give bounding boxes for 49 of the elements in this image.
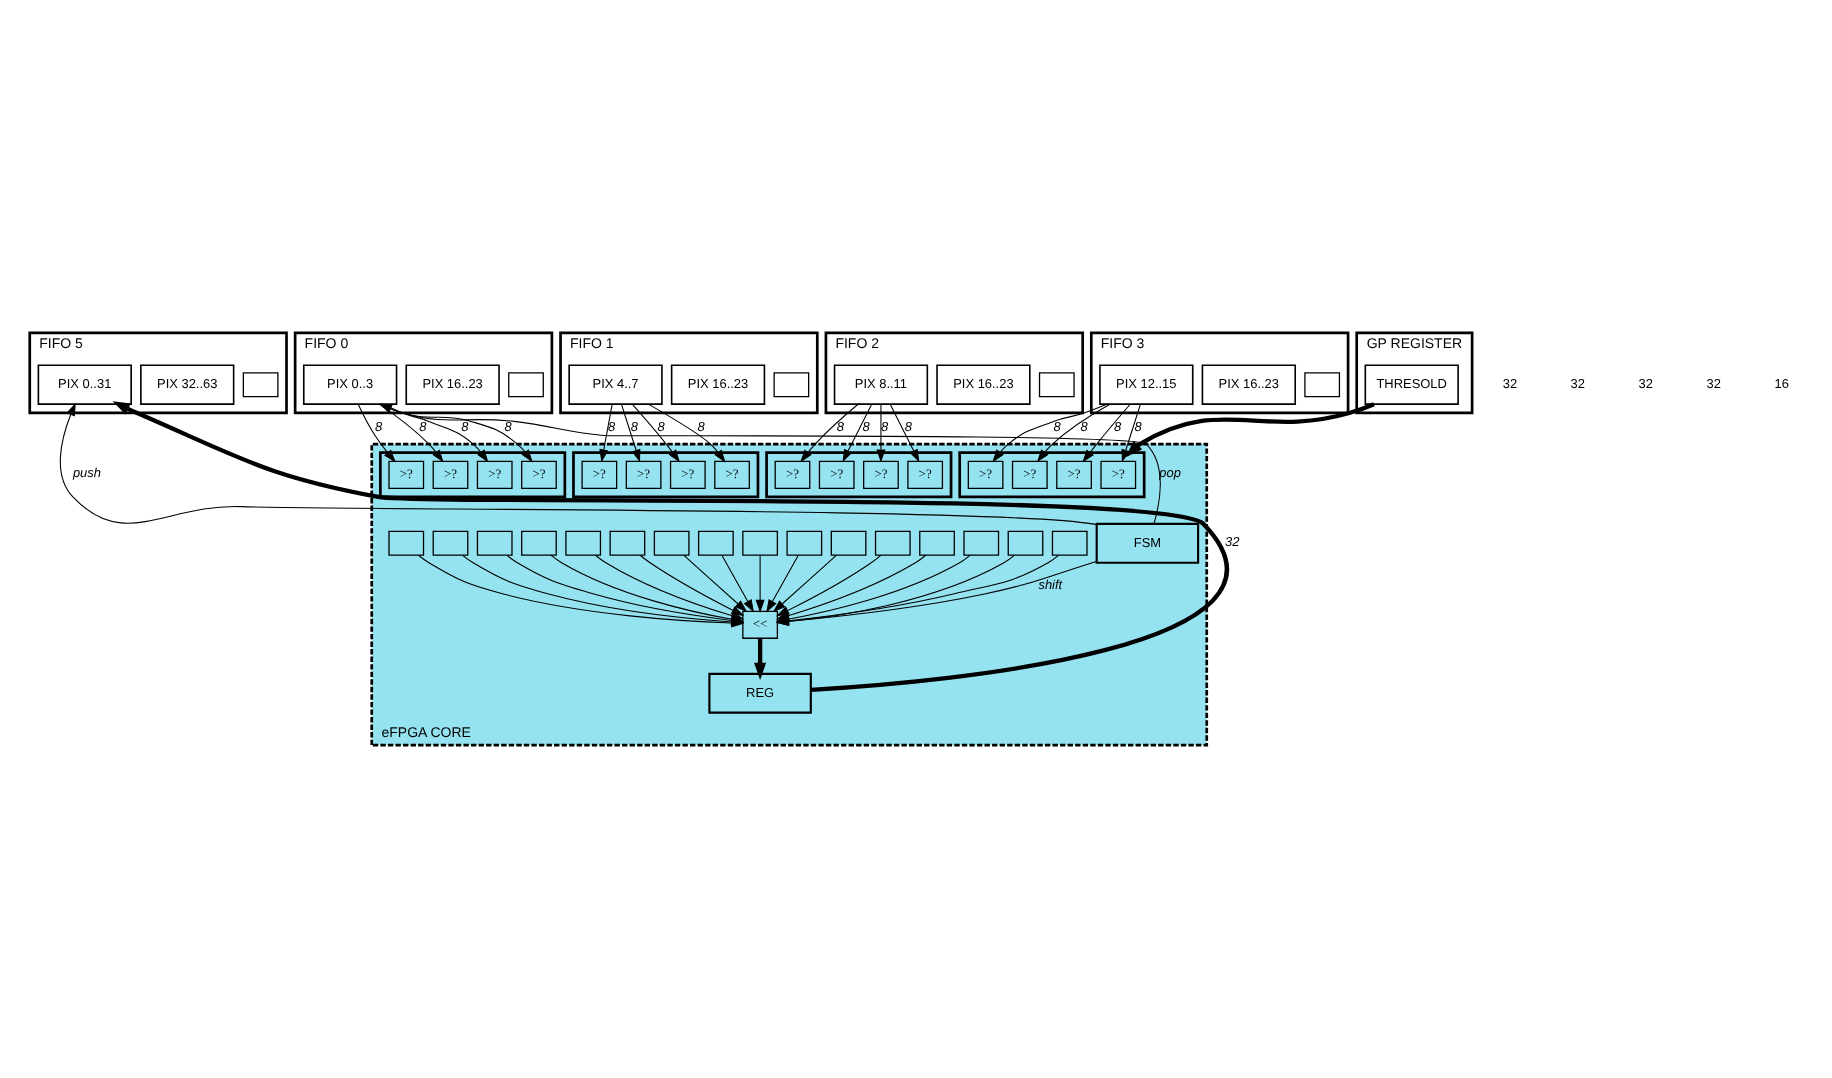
arrow <box>876 403 886 463</box>
arrow <box>842 403 873 463</box>
arrow <box>620 403 641 463</box>
node-box <box>773 372 810 398</box>
node-box <box>697 530 734 556</box>
arrow <box>380 403 533 463</box>
node-box <box>521 530 557 556</box>
arrow <box>1125 402 1375 458</box>
arrow <box>599 403 613 463</box>
node-box <box>242 372 279 398</box>
arrow <box>1082 403 1131 463</box>
node-box <box>1007 530 1044 556</box>
arrow <box>721 554 754 613</box>
arrow <box>772 554 837 613</box>
node-box <box>1304 372 1341 398</box>
arrow <box>1121 403 1141 463</box>
node-box <box>565 530 602 556</box>
arrow <box>639 554 745 616</box>
arrow <box>754 638 767 681</box>
node-box <box>874 530 911 556</box>
node-box <box>653 530 690 556</box>
node-box <box>830 530 867 556</box>
node-box <box>786 530 823 556</box>
arrow <box>766 554 799 613</box>
node-box <box>919 530 955 556</box>
arrow <box>800 403 859 463</box>
node-box <box>1038 372 1075 398</box>
arrow <box>631 403 680 463</box>
arrow <box>1036 403 1111 463</box>
node-box <box>432 530 469 556</box>
node-box <box>1051 530 1088 556</box>
node-box <box>963 530 1000 556</box>
arrow <box>357 403 396 463</box>
arrow <box>992 403 1108 463</box>
node-box <box>508 372 544 398</box>
arrow <box>889 403 920 463</box>
arrow <box>683 554 748 613</box>
arrow <box>379 403 444 463</box>
arrow <box>112 401 1227 692</box>
arrow <box>595 554 745 621</box>
node-box <box>388 530 425 556</box>
arrow <box>755 554 765 613</box>
node-box <box>609 530 646 556</box>
node-box <box>742 530 778 556</box>
arrow <box>648 403 726 463</box>
node-box <box>476 530 513 556</box>
arrow <box>59 402 1098 526</box>
arrow <box>379 403 1161 525</box>
arrow <box>382 403 489 463</box>
